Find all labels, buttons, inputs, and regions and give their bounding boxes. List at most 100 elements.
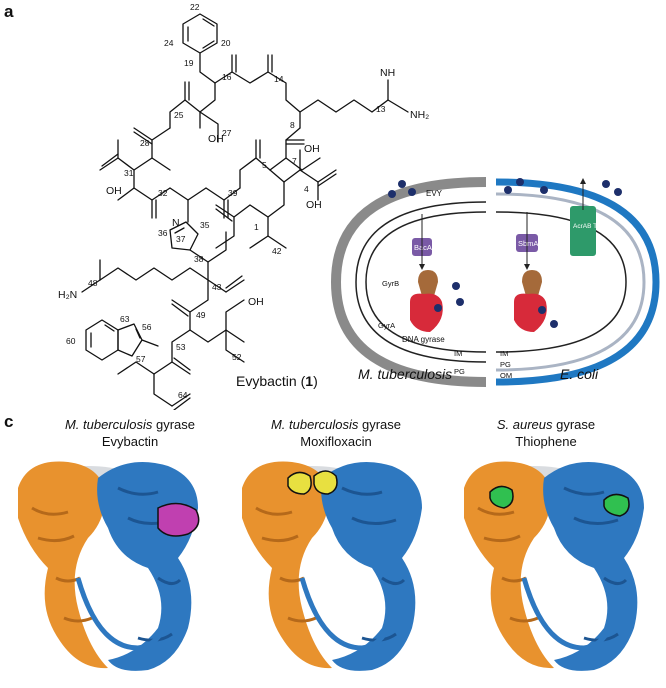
atom-num-60: 60 (66, 336, 76, 346)
cell-schematic: BacA SbmA AcrAB TolC EVY (330, 172, 660, 387)
evy-dot (452, 282, 460, 290)
evybactin-structure: OH OH OH OH OH NH NH₂ H₂N N 22 24 20 19 … (58, 2, 429, 410)
evy-dot (504, 186, 512, 194)
structure-3-render (464, 462, 644, 671)
atom-num-28: 28 (140, 138, 150, 148)
evy-dot (456, 298, 464, 306)
atom-num-5: 5 (262, 160, 267, 170)
atom-num-13: 13 (376, 104, 386, 114)
compound-name: Evybactin (1) (236, 373, 318, 389)
evy-dot (614, 188, 622, 196)
gyra-subunit (410, 293, 443, 332)
structure-1-organism: M. tuberculosis (64, 417, 153, 432)
structure-caption-1: M. tuberculosis gyrase Evybactin (30, 416, 230, 450)
atom-num-37: 37 (176, 234, 186, 244)
protein-structures (0, 448, 666, 688)
atom-num-27: 27 (222, 128, 232, 138)
acrab-tolc-pump (570, 206, 596, 256)
atom-num-49: 49 (196, 310, 206, 320)
atom-oh-27: OH (208, 133, 224, 145)
atom-num-8: 8 (290, 120, 295, 130)
baca-label: BacA (414, 243, 432, 252)
structure-3-organism: S. aureus (496, 417, 553, 432)
atom-num-24: 24 (164, 38, 174, 48)
acrab-label: AcrAB TolC (573, 223, 606, 230)
ecoli-gyrase (514, 270, 547, 332)
acrab-arrowhead (580, 178, 586, 184)
mtb-cell (330, 177, 487, 387)
atom-num-48: 48 (88, 278, 98, 288)
ecoli-pg-layer (495, 192, 646, 372)
evy-molecules (388, 178, 622, 328)
evy-dot (550, 320, 558, 328)
structure-2-suffix: gyrase (362, 417, 402, 432)
thiophene-ligand-1 (489, 485, 514, 509)
gyrb-subunit (522, 270, 542, 296)
atom-num-36: 36 (158, 228, 168, 238)
structure-caption-3: S. aureus gyrase Thiophene (446, 416, 646, 450)
structure-1-compound: Evybactin (101, 434, 159, 449)
panel-letter-c: c (4, 412, 14, 431)
atom-num-32: 32 (158, 188, 168, 198)
structure-2-render (242, 462, 422, 671)
sbma-label: SbmA (518, 239, 538, 248)
atom-num-35: 35 (200, 220, 210, 230)
thiophene-ligand-2 (603, 493, 630, 517)
dna-gyrase-label: DNA gyrase (402, 335, 445, 344)
atom-num-19: 19 (184, 58, 194, 68)
baca-arrowhead (419, 264, 425, 270)
evy-dot (602, 180, 610, 188)
ecoli-inner-membrane (495, 211, 627, 353)
gyra-subunit (514, 293, 547, 332)
panel-letter-a: a (4, 2, 14, 21)
ecoli-im-label: IM (500, 349, 508, 358)
evy-dot (388, 190, 396, 198)
evy-label: EVY (426, 189, 443, 198)
mtb-im-label: IM (454, 349, 462, 358)
gyrb-subunit (418, 270, 438, 296)
ecoli-om-label: OM (500, 371, 512, 380)
atom-num-56: 56 (142, 322, 152, 332)
atom-num-52: 52 (232, 352, 242, 362)
atom-num-7: 7 (292, 156, 297, 166)
ecoli-organism-label: E. coli (560, 366, 599, 382)
mtb-pg-label: PG (454, 367, 465, 376)
atom-num-64: 64 (178, 390, 188, 400)
bound-evy (434, 304, 442, 312)
atom-num-16: 16 (222, 72, 232, 82)
ecoli-pg-label: PG (500, 360, 511, 369)
atom-num-22: 22 (190, 2, 200, 12)
atom-num-25: 25 (174, 110, 184, 120)
structure-1-suffix: gyrase (156, 417, 196, 432)
evybactin-ligand (157, 502, 200, 537)
structure-1-render (18, 462, 199, 671)
atom-num-1: 1 (254, 222, 259, 232)
ecoli-cell (495, 178, 660, 386)
mtb-organism-label: M. tuberculosis (358, 366, 453, 382)
atom-oh-7: OH (304, 143, 320, 155)
atom-num-42: 42 (272, 246, 282, 256)
gyra-label: GyrA (378, 321, 395, 330)
compound-name-text: Evybactin (236, 373, 297, 389)
atom-h2n-48: H₂N (58, 289, 77, 301)
compound-number: 1 (305, 373, 313, 389)
atom-num-20: 20 (221, 38, 231, 48)
atom-nh2-13: NH₂ (410, 109, 429, 121)
structure-3-suffix: gyrase (556, 417, 596, 432)
atom-num-43: 43 (212, 282, 222, 292)
sbma-arrowhead (524, 264, 530, 270)
mtb-pg-line (355, 201, 487, 363)
gyrb-label: GyrB (382, 279, 399, 288)
atom-num-63: 63 (120, 314, 130, 324)
atom-num-39: 39 (228, 188, 238, 198)
bound-evy (538, 306, 546, 314)
atom-num-38: 38 (194, 254, 204, 264)
evy-dot (540, 186, 548, 194)
atom-n-36: N (172, 217, 180, 229)
atom-num-31: 31 (124, 168, 134, 178)
atom-num-4: 4 (304, 184, 309, 194)
ecoli-outer-membrane (495, 178, 660, 386)
evy-dot (408, 188, 416, 196)
atom-oh-31: OH (106, 185, 122, 197)
